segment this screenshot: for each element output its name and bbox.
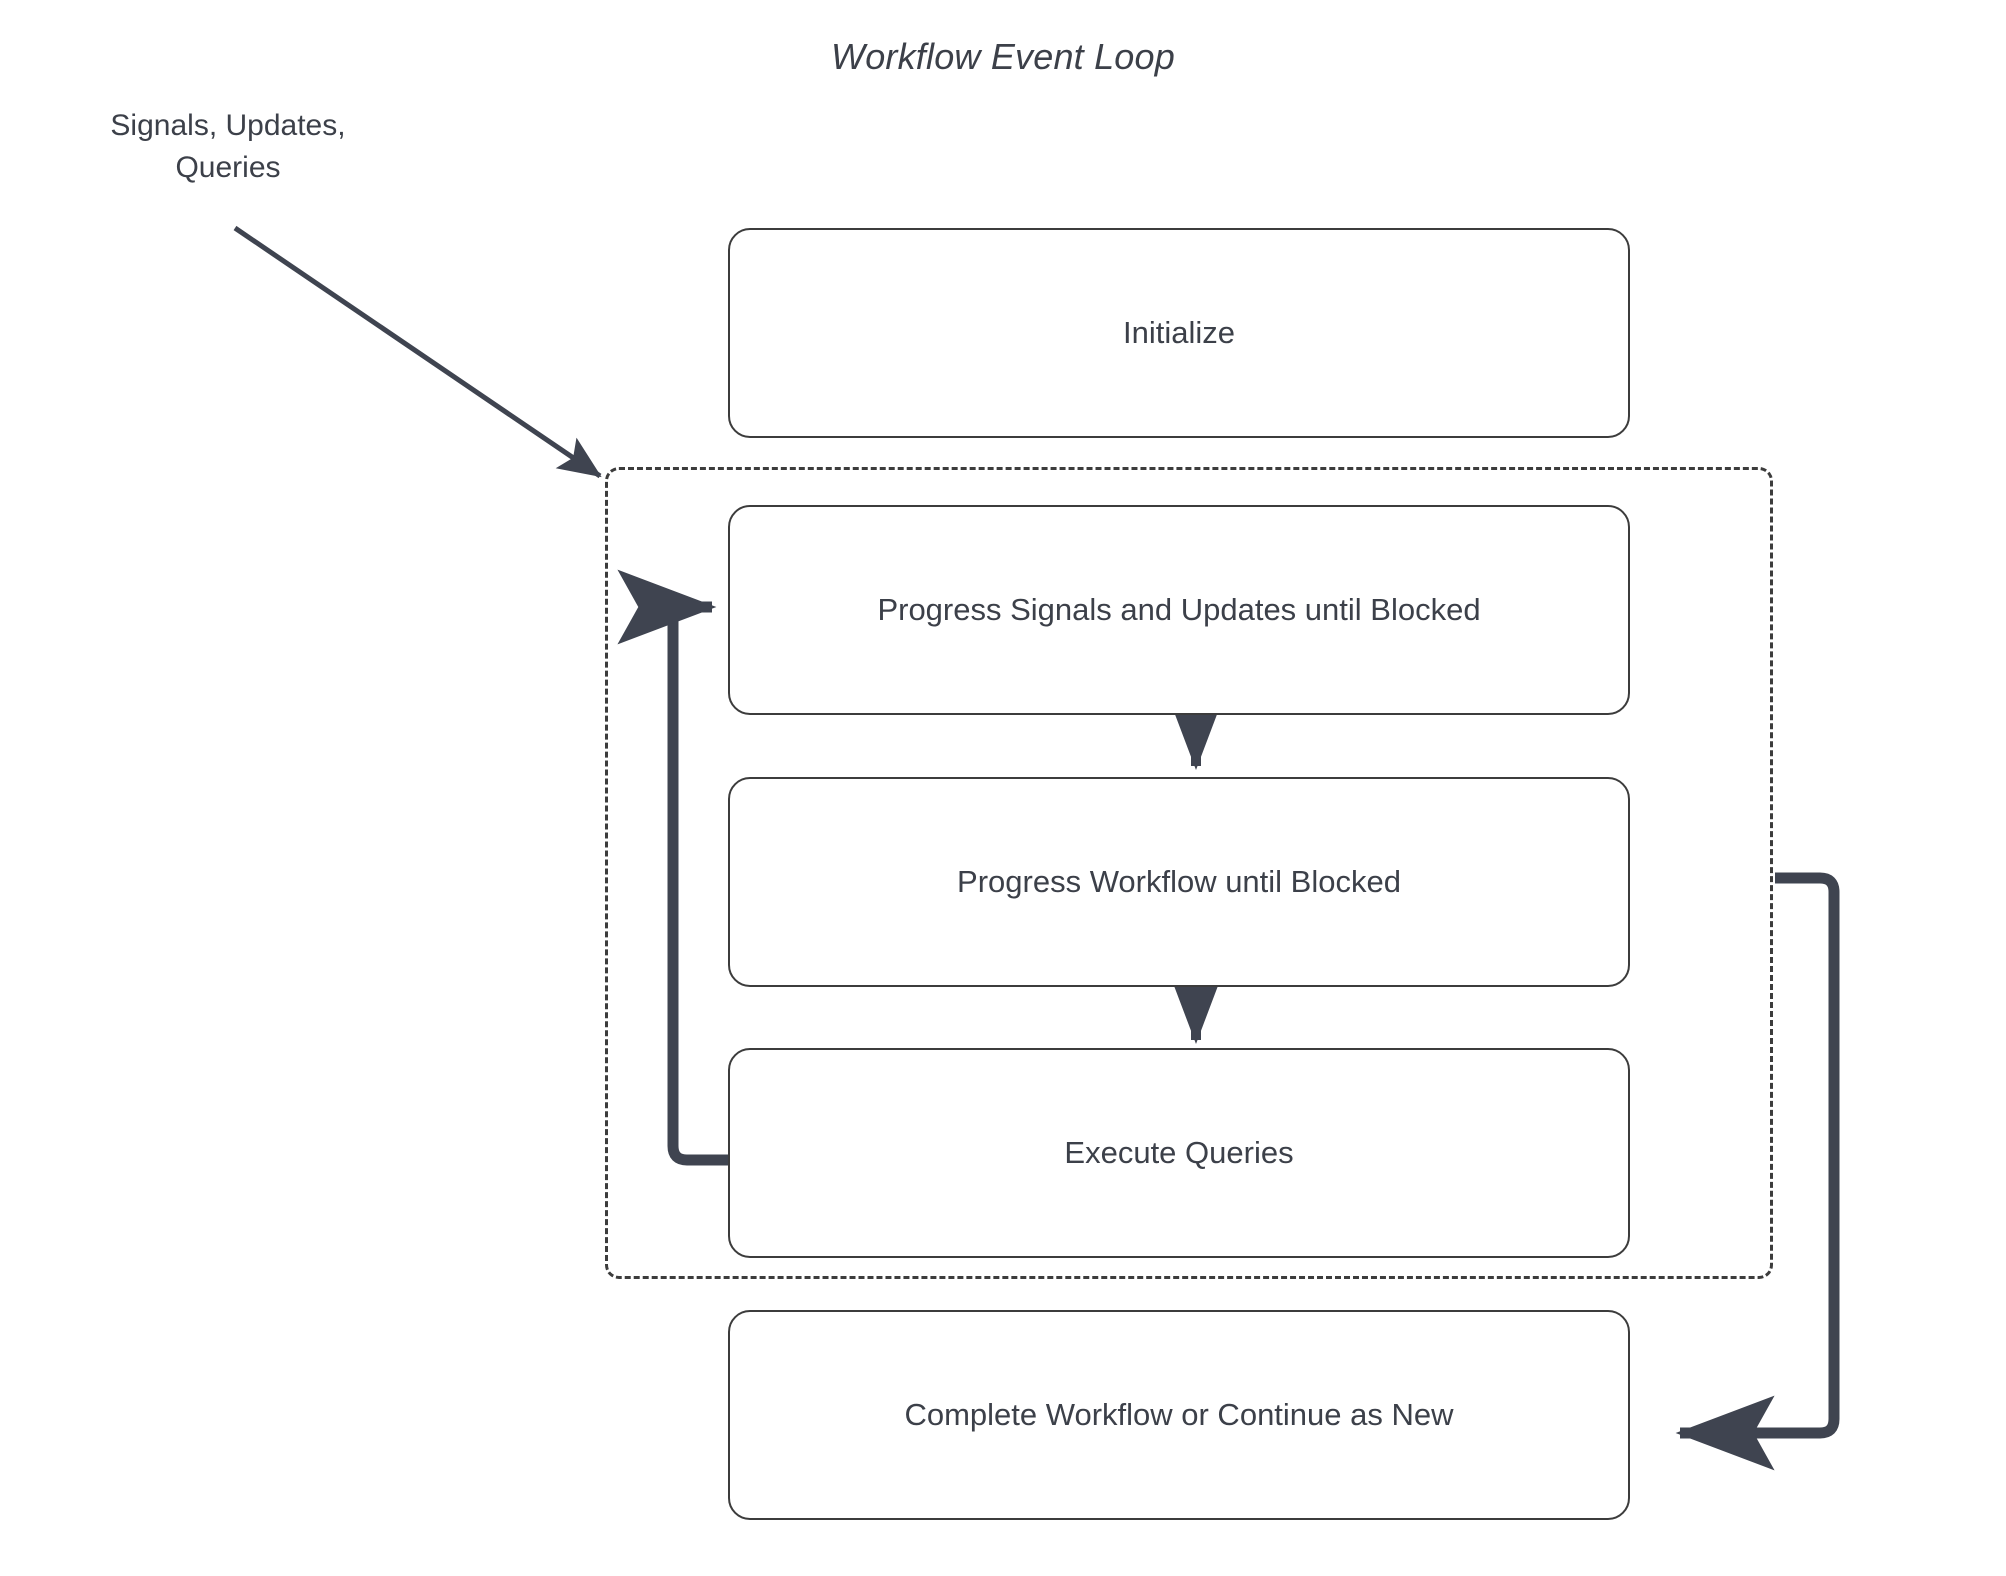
node-execute-queries[interactable]: Execute Queries (728, 1048, 1630, 1258)
node-progress-signals-updates-label: Progress Signals and Updates until Block… (877, 592, 1481, 627)
node-initialize[interactable]: Initialize (728, 228, 1630, 438)
signals-updates-queries-label: Signals, Updates, Queries (110, 109, 346, 184)
node-execute-queries-label: Execute Queries (1064, 1135, 1294, 1170)
node-complete-workflow[interactable]: Complete Workflow or Continue as New (728, 1310, 1630, 1520)
edge-loop-to-complete (1675, 872, 1840, 1471)
page-title: Workflow Event Loop (831, 36, 1175, 77)
edge-queries-loopback (617, 569, 728, 1166)
edge-signals-to-loop (233, 225, 602, 479)
node-progress-signals-updates[interactable]: Progress Signals and Updates until Block… (728, 505, 1630, 715)
node-progress-workflow[interactable]: Progress Workflow until Blocked (728, 777, 1630, 987)
node-progress-workflow-label: Progress Workflow until Blocked (957, 864, 1401, 899)
node-complete-workflow-label: Complete Workflow or Continue as New (904, 1397, 1454, 1432)
node-initialize-label: Initialize (1123, 315, 1235, 350)
event-loop-group (605, 467, 1773, 1279)
